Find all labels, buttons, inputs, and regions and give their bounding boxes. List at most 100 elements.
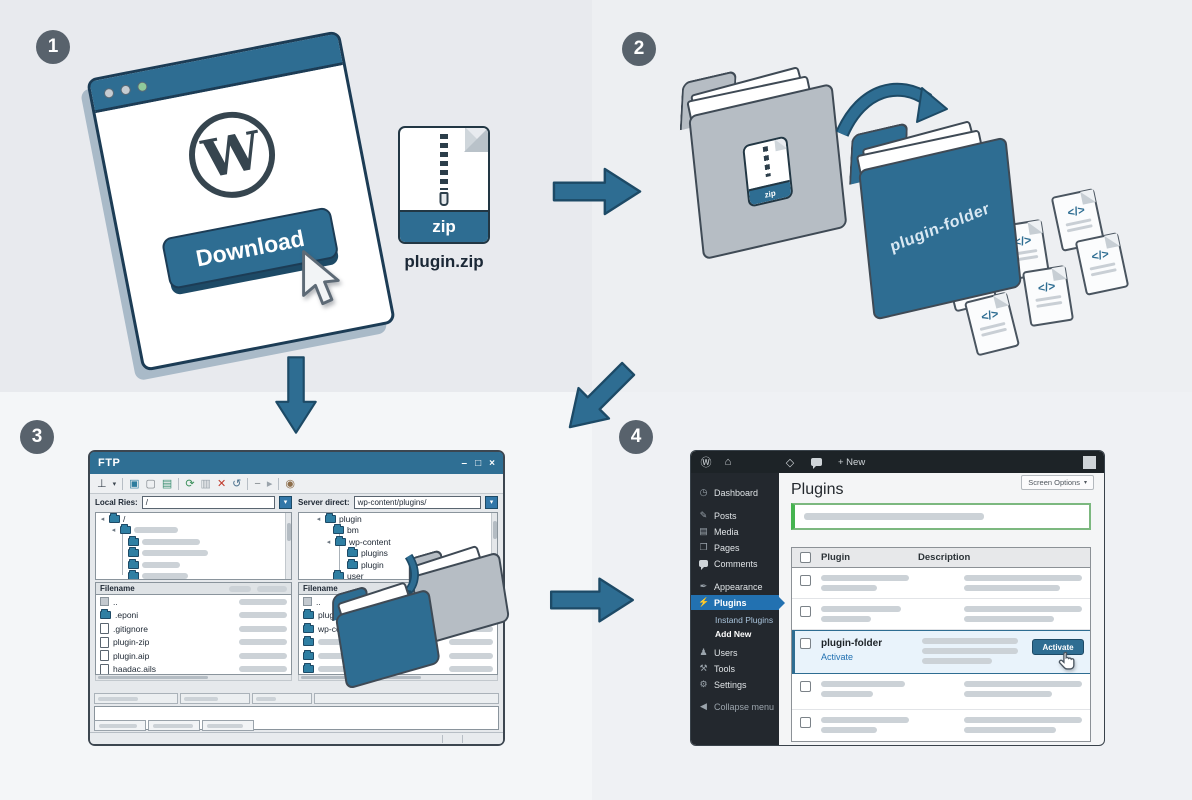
maximize-button[interactable]: □ xyxy=(475,457,482,469)
row-checkbox[interactable] xyxy=(800,606,811,617)
tree-collapse-icon[interactable]: ◂ xyxy=(326,538,331,546)
activate-button[interactable]: Activate xyxy=(1032,639,1084,655)
step3-number: 3 xyxy=(31,426,43,447)
server-tree[interactable]: ◂ plugin bm ◂ wp-content plugins plugin us… xyxy=(298,512,498,580)
sidebar-item-pages[interactable]: ❐Pages xyxy=(691,540,779,555)
search-icon[interactable]: ◉ xyxy=(285,478,295,490)
description-column-header[interactable]: Description xyxy=(918,552,971,563)
row-checkbox[interactable] xyxy=(800,717,811,728)
status-cell xyxy=(314,693,499,704)
local-list-header[interactable]: Filename xyxy=(95,582,292,595)
sidebar-item-dashboard[interactable]: ◷Dashboard xyxy=(691,485,779,500)
undo-icon[interactable]: ↺ xyxy=(232,478,242,490)
select-all-checkbox[interactable] xyxy=(800,552,811,563)
queue-tab[interactable] xyxy=(94,720,146,731)
wordpress-logo-icon[interactable]: Ⓦ xyxy=(700,457,712,469)
sidebar-item-comments[interactable]: Comments xyxy=(691,556,779,571)
file-row[interactable] xyxy=(299,636,497,650)
refresh-icon[interactable]: ⟳ xyxy=(185,478,195,490)
home-icon[interactable]: ⌂ xyxy=(724,456,732,468)
scrollbar[interactable] xyxy=(491,513,497,579)
placeholder-bar xyxy=(964,606,1082,612)
local-path-input[interactable]: / xyxy=(141,495,275,509)
file-row[interactable]: .. xyxy=(96,595,291,609)
file-row[interactable]: .eponi xyxy=(96,609,291,623)
file-row[interactable]: .gitignore xyxy=(96,622,291,636)
file-row[interactable] xyxy=(299,663,497,675)
tree-item-label[interactable]: plugins xyxy=(361,548,388,559)
window-dot-icon[interactable] xyxy=(136,80,149,93)
sidebar-item-appearance[interactable]: ✒Appearance xyxy=(691,579,779,594)
scrollbar-horizontal[interactable] xyxy=(95,675,292,681)
tree-item-label[interactable]: user xyxy=(347,571,364,580)
tree-item-label[interactable]: plugin xyxy=(361,559,384,570)
delete-icon[interactable]: ✕ xyxy=(216,478,227,490)
tree-collapse-icon[interactable]: ◂ xyxy=(316,515,321,523)
sidebar-item-media[interactable]: ▤Media xyxy=(691,524,779,539)
tree-item-label[interactable]: / xyxy=(123,513,126,524)
sidebar-item-tools[interactable]: ⚒Tools xyxy=(691,661,779,676)
blank-page-icon[interactable]: ▢ xyxy=(145,478,156,490)
filename-column-header[interactable]: Filename xyxy=(303,584,338,593)
filename-column-header[interactable]: Filename xyxy=(100,584,135,593)
transfer-icon[interactable]: ▤ xyxy=(161,478,173,490)
sidebar-item-label: Tools xyxy=(714,663,736,674)
scrollbar-thumb[interactable] xyxy=(287,523,291,541)
scrollbar-thumb[interactable] xyxy=(98,676,208,679)
step2-badge: 2 xyxy=(622,32,656,66)
file-row[interactable]: plugin.aip xyxy=(96,649,291,663)
layout-icon[interactable]: ▣ xyxy=(129,478,140,490)
server-path-input[interactable]: wp-content/plugins/ xyxy=(353,495,481,509)
window-dot-icon[interactable] xyxy=(103,86,115,99)
row-checkbox[interactable] xyxy=(800,575,811,586)
sidebar-item-users[interactable]: ♟Users xyxy=(691,645,779,660)
row-checkbox[interactable] xyxy=(800,638,811,649)
tree-item-label[interactable]: wp-content xyxy=(349,536,391,547)
plugin-name: plugin-folder xyxy=(821,638,883,649)
local-path-dropdown[interactable]: ▾ xyxy=(279,495,292,509)
window-dot-icon[interactable] xyxy=(119,83,132,96)
sidebar-item-settings[interactable]: ⚙Settings xyxy=(691,677,779,692)
close-button[interactable]: × xyxy=(489,457,495,469)
queue-tab[interactable] xyxy=(202,720,254,731)
queue-tab[interactable] xyxy=(148,720,200,731)
file-row[interactable]: plugin-zip xyxy=(96,636,291,650)
sidebar-item-collapse-menu[interactable]: ◀Collapse menu xyxy=(691,699,779,714)
statusbar-separator xyxy=(442,735,443,743)
tree-collapse-icon[interactable]: ◂ xyxy=(111,527,116,535)
scrollbar-thumb[interactable] xyxy=(493,521,497,539)
tree-collapse-icon[interactable]: ◂ xyxy=(100,515,105,523)
sidebar-item-installed-plugins[interactable]: Instand Plugins xyxy=(691,612,779,627)
minimize-button[interactable]: – xyxy=(461,457,468,469)
folder-icon xyxy=(128,558,139,569)
new-menu-item[interactable]: + New xyxy=(838,456,866,468)
local-tree[interactable]: ◂ / ◂ xyxy=(95,512,292,580)
file-row[interactable] xyxy=(299,649,497,663)
chevron-down-icon[interactable]: ▾ xyxy=(112,480,117,488)
site-manager-icon[interactable]: ⊥ xyxy=(97,478,107,490)
sidebar-item-label: Plugins xyxy=(714,597,747,608)
arrow-down-step1-step3 xyxy=(275,356,317,434)
file-row[interactable]: haadac.ails xyxy=(96,663,291,674)
comments-bubble-icon[interactable] xyxy=(811,458,822,469)
tree-item-label[interactable]: plugin xyxy=(339,513,362,524)
account-avatar[interactable] xyxy=(1083,455,1096,469)
plugin-column-header[interactable]: Plugin xyxy=(821,552,851,563)
active-menu-notch xyxy=(779,597,791,609)
updates-icon[interactable]: ◇ xyxy=(785,456,795,469)
file-icon[interactable]: ▥ xyxy=(200,478,211,490)
sidebar-item-posts[interactable]: ✎Posts xyxy=(691,508,779,523)
disconnect-icon[interactable]: − xyxy=(254,477,261,490)
scrollbar-horizontal[interactable] xyxy=(298,675,498,681)
activate-link[interactable]: Activate xyxy=(821,652,854,662)
sidebar-item-plugins[interactable]: ⚡Plugins xyxy=(691,595,779,610)
sidebar-item-add-new[interactable]: Add New xyxy=(691,626,779,641)
tree-item-label[interactable]: bm xyxy=(347,525,359,536)
local-file-list[interactable]: .. .eponi .gitignore plugin-zip plugin.a… xyxy=(95,595,292,675)
placeholder-bar xyxy=(821,717,909,723)
row-checkbox[interactable] xyxy=(800,681,811,692)
scrollbar[interactable] xyxy=(285,513,291,579)
process-queue-icon[interactable]: ▸ xyxy=(266,478,273,490)
server-path-dropdown[interactable]: ▾ xyxy=(485,495,498,509)
screen-options-button[interactable]: Screen Options ▾ xyxy=(1021,475,1094,490)
